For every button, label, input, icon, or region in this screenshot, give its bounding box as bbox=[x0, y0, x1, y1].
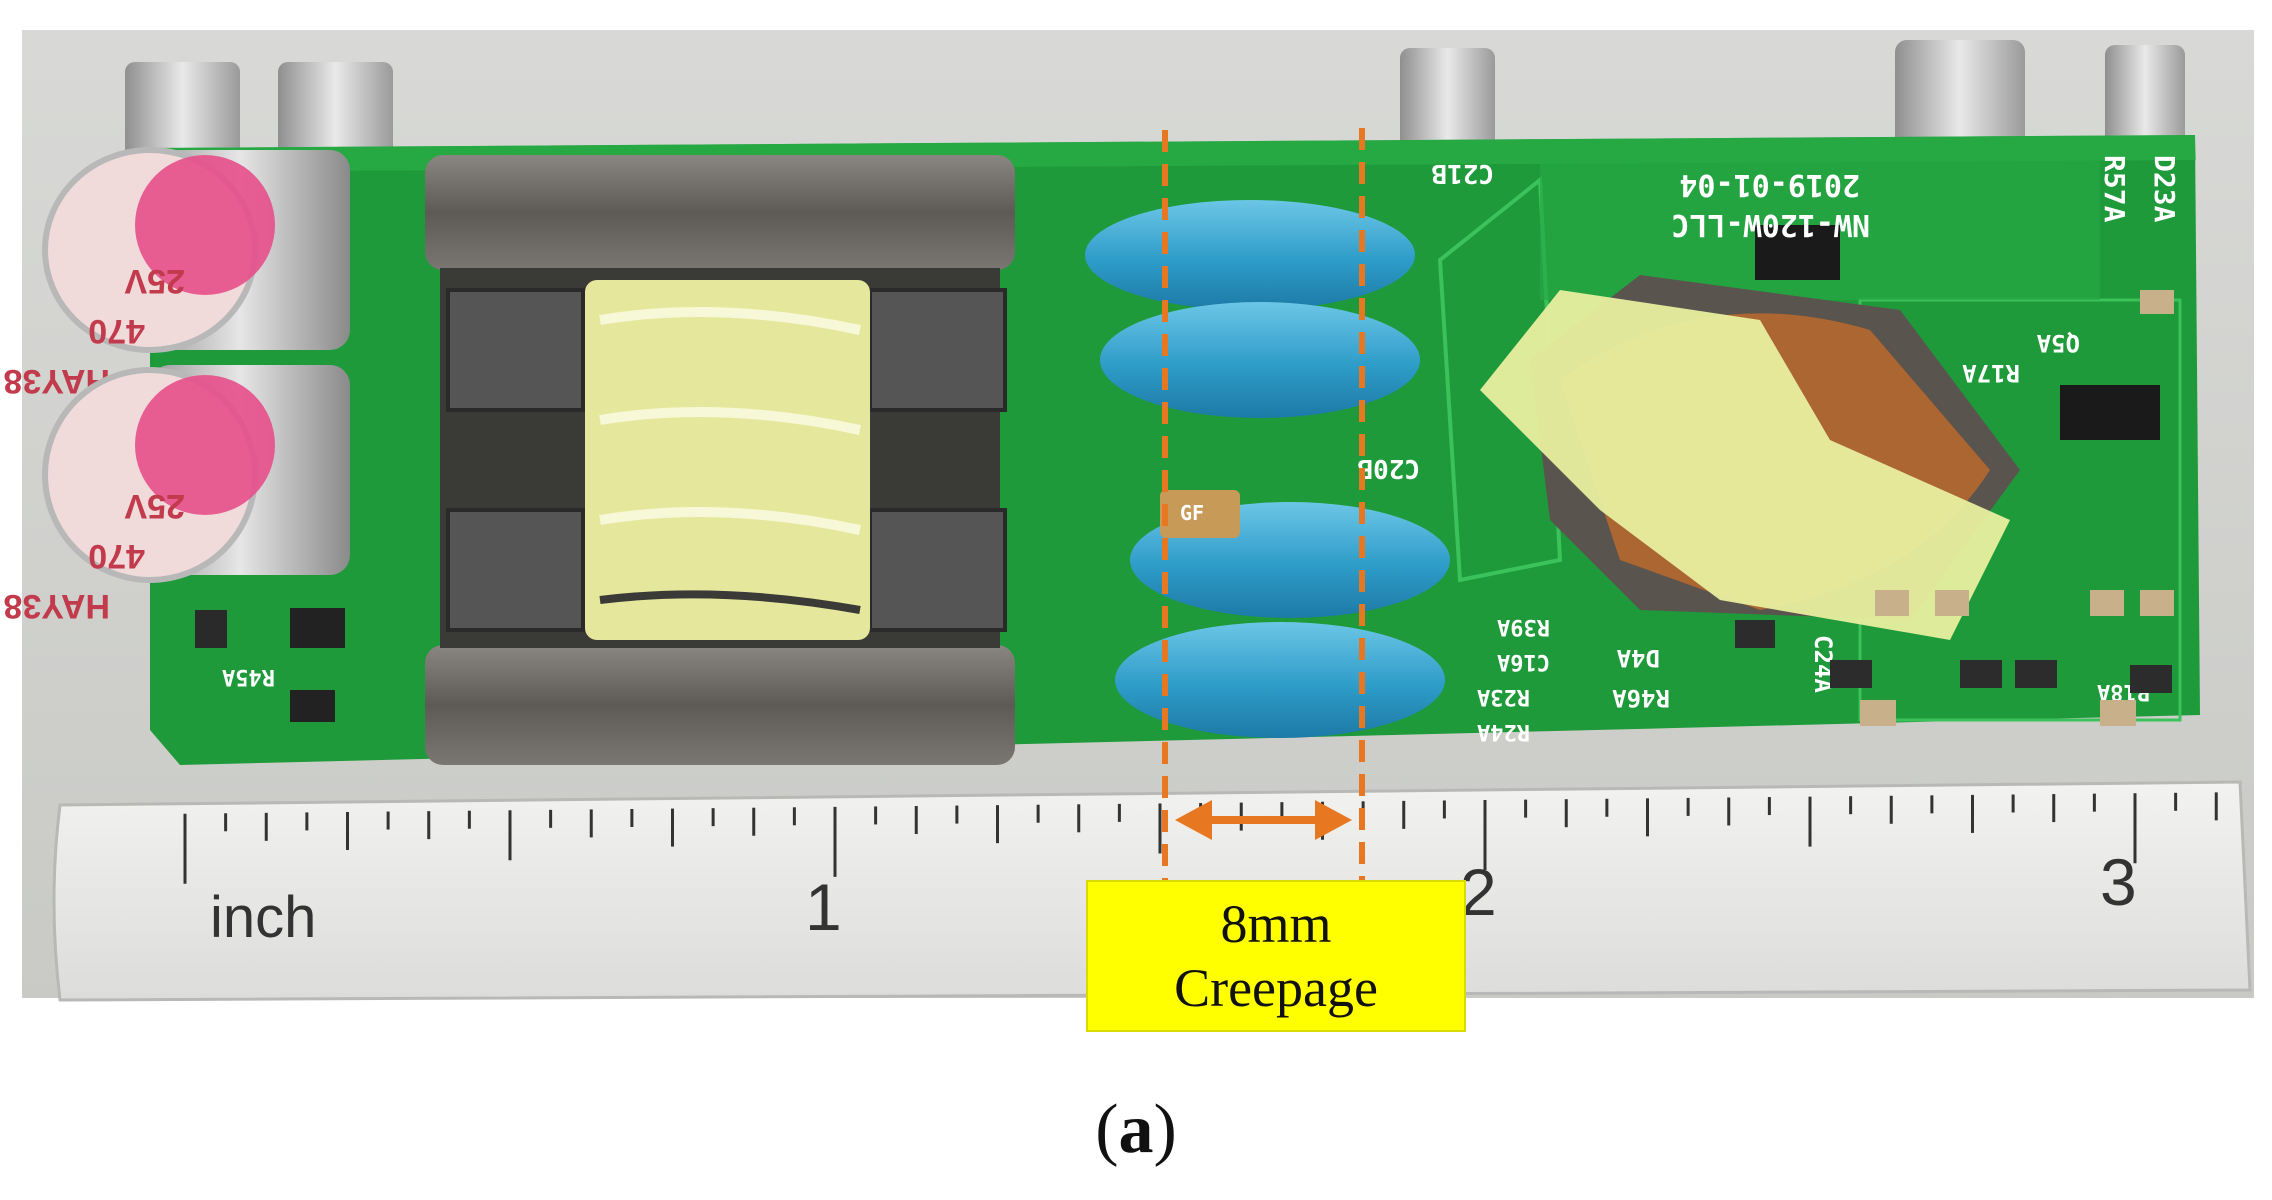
figure-caption: (a) bbox=[1095, 1091, 1177, 1168]
creepage-arrow-right bbox=[1315, 800, 1352, 840]
svg-text:R17A: R17A bbox=[1962, 359, 2020, 387]
svg-text:C21B: C21B bbox=[1431, 158, 1494, 188]
smd-part bbox=[195, 610, 227, 648]
transistor-q5a bbox=[2060, 385, 2160, 440]
ic-chip bbox=[1755, 225, 1840, 280]
silkscreen-right: 2019-01-04 NW-120W-LLC R57A D23A Q5A R17… bbox=[222, 155, 2181, 744]
svg-text:C20B: C20B bbox=[1357, 453, 1420, 483]
metal-tabs bbox=[125, 40, 2185, 172]
svg-text:R46A: R46A bbox=[1612, 684, 1670, 712]
svg-text:R45A: R45A bbox=[222, 664, 275, 689]
creepage-label: 8mm Creepage bbox=[1086, 880, 1466, 1032]
svg-text:C16A: C16A bbox=[1497, 649, 1550, 674]
svg-text:25V: 25V bbox=[124, 262, 185, 300]
svg-text:Q5A: Q5A bbox=[2036, 329, 2080, 357]
creepage-arrow-left bbox=[1175, 800, 1212, 840]
svg-text:470: 470 bbox=[88, 312, 145, 350]
svg-text:25V: 25V bbox=[124, 487, 185, 525]
output-transformer bbox=[1480, 275, 2020, 640]
svg-text:R23A: R23A bbox=[1477, 684, 1530, 709]
svg-text:HAY38: HAY38 bbox=[4, 587, 110, 625]
creepage-text: Creepage bbox=[1174, 958, 1378, 1018]
capacitor-bottom: 25V 470 HAY38 bbox=[4, 365, 350, 625]
svg-text:2019-01-04: 2019-01-04 bbox=[1679, 167, 1860, 202]
smd-capacitor bbox=[1160, 490, 1240, 538]
creepage-annotation bbox=[1162, 128, 1365, 880]
smd-part bbox=[290, 690, 335, 722]
ruler-mark-1: 1 bbox=[805, 870, 842, 944]
svg-text:NW-120W-LLC: NW-120W-LLC bbox=[1671, 207, 1870, 242]
ruler-mark-2: 2 bbox=[1460, 855, 1497, 929]
ruler-mark-3: 3 bbox=[2100, 845, 2137, 919]
svg-text:470: 470 bbox=[88, 537, 145, 575]
svg-text:R24A: R24A bbox=[1477, 719, 1530, 744]
svg-text:D4A: D4A bbox=[1616, 644, 1660, 672]
svg-text:D23A: D23A bbox=[2148, 155, 2181, 223]
svg-text:R39A: R39A bbox=[1497, 614, 1550, 639]
ruler-unit-label: inch bbox=[210, 885, 316, 950]
capacitor-top: 25V 470 HAY38 bbox=[4, 147, 350, 400]
creepage-value: 8mm bbox=[1220, 894, 1332, 954]
smd-part bbox=[290, 608, 345, 648]
main-transformer bbox=[425, 155, 1015, 765]
svg-text:R57A: R57A bbox=[2098, 155, 2131, 223]
smd-components bbox=[1735, 290, 2174, 726]
svg-text:GF: GF bbox=[1180, 501, 1204, 525]
